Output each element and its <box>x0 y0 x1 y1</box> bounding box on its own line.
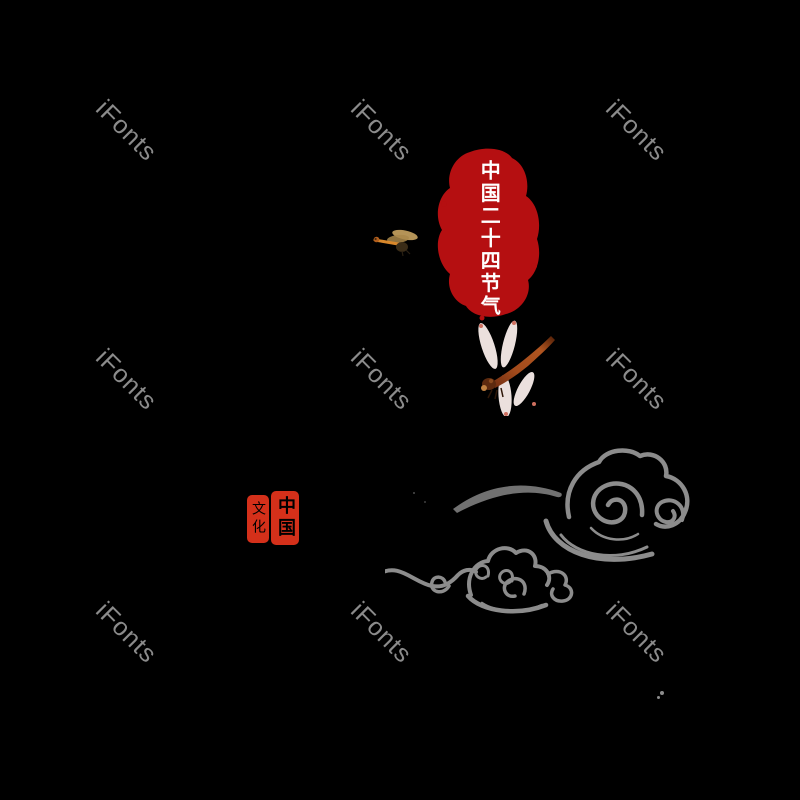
ifonts-watermark: iFonts <box>90 343 163 416</box>
large-dragonfly-body <box>481 336 555 400</box>
upper-cloud <box>543 448 690 562</box>
small-dragonfly-illustration <box>373 229 418 257</box>
seal-edge-dot <box>479 315 485 321</box>
culture-seal: 文化 中国 <box>247 491 301 547</box>
ifonts-watermark: iFonts <box>345 343 418 416</box>
cloud-spiral <box>654 498 686 525</box>
small-dragonfly-thorax <box>396 242 408 252</box>
seal-edge-dot <box>441 201 447 207</box>
cloud-spiral <box>590 481 645 525</box>
large-dragonfly-wing-marks <box>479 321 536 416</box>
ink-speck <box>660 691 664 695</box>
small-dragonfly-body <box>373 236 411 257</box>
cloud-curl <box>429 575 451 594</box>
large-dragonfly-wings <box>478 320 536 416</box>
ifonts-watermark: iFonts <box>600 343 673 416</box>
culture-seal-left-column: 文化 <box>247 495 269 543</box>
ink-speck <box>657 696 660 699</box>
ink-speck <box>413 492 415 494</box>
ink-speck <box>424 501 426 503</box>
cloud-curl <box>502 576 527 598</box>
culture-seal-right-column: 中国 <box>271 491 299 545</box>
solar-terms-seal: 中国二十四节气 <box>430 144 550 322</box>
large-dragonfly-legs <box>487 387 504 400</box>
small-dragonfly-wings <box>387 229 418 244</box>
cloud-pattern-illustration <box>385 448 690 614</box>
ifonts-watermark: iFonts <box>345 94 418 167</box>
seal-blob-shape <box>437 148 540 321</box>
ink-brush-stroke <box>453 485 562 513</box>
lower-cloud <box>385 546 574 614</box>
seal-blob-path <box>437 148 540 317</box>
ifonts-watermark: iFonts <box>90 94 163 167</box>
solar-terms-seal-text: 中国二十四节气 <box>477 160 502 318</box>
ifonts-watermark: iFonts <box>90 596 163 669</box>
ifonts-watermark: iFonts <box>600 94 673 167</box>
seal-edge-dot <box>531 263 537 269</box>
large-dragonfly-illustration <box>478 320 555 416</box>
cloud-curl <box>474 564 490 580</box>
